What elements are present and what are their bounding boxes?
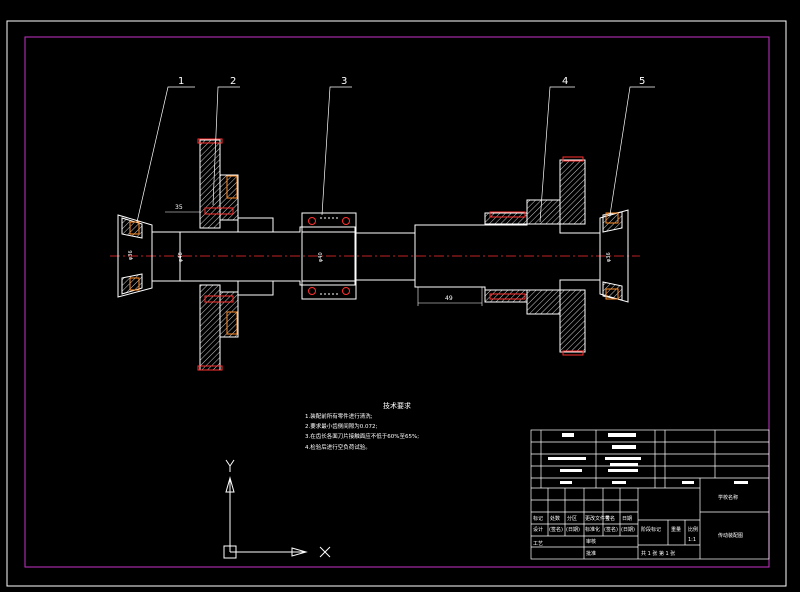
sign-design: 设计 xyxy=(533,526,543,533)
dim-phi-shaft: φ48 xyxy=(178,252,184,262)
school-name: 学校名称 xyxy=(718,494,738,501)
notes-line-3: 3.在齿长各面刀片接触面应不低于60%至65%; xyxy=(305,432,419,440)
dim-phi-mid: φ40 xyxy=(318,252,324,262)
process-label: 工艺 xyxy=(533,541,543,547)
dim-49: 49 xyxy=(445,295,453,302)
sign-design-sig: (签名) xyxy=(549,526,563,533)
notes-title: 技术要求 xyxy=(383,401,411,410)
balloon-2: 2 xyxy=(230,76,236,87)
sheet-border xyxy=(6,20,787,587)
parts-list-entries xyxy=(548,433,748,484)
dim-35: 35 xyxy=(175,204,183,211)
sheet-count: 共 1 张 第 1 张 xyxy=(641,550,675,557)
notes-line-4: 4.检验后进行空负荷试验。 xyxy=(305,443,371,451)
dim-phi-left: φ36 xyxy=(128,250,134,260)
notes-line-1: 1.装配前所有零件进行清洗; xyxy=(305,412,373,420)
balloon-3: 3 xyxy=(341,76,347,87)
sign-std: 标准化 xyxy=(585,526,600,533)
notes-line-2: 2.要求最小齿侧间隙为0.072; xyxy=(305,422,377,430)
ucs-icon xyxy=(223,459,331,559)
approve-label: 批准 xyxy=(586,550,596,557)
rev-header-doc: 更改文件号 xyxy=(585,515,610,522)
balloon-leaders xyxy=(136,86,655,223)
dimension-lines xyxy=(165,211,483,306)
title-block xyxy=(530,429,770,560)
rev-header-mark: 标记 xyxy=(533,515,543,522)
balloon-1: 1 xyxy=(178,76,184,87)
rev-header-zone: 分区 xyxy=(567,515,577,522)
balloon-5: 5 xyxy=(639,76,645,87)
shaft-assembly xyxy=(110,138,640,371)
scale-value: 1:1 xyxy=(688,537,696,543)
weight-label: 重量 xyxy=(671,526,681,533)
sign-std-date: (日期) xyxy=(621,527,635,533)
dim-phi-right: φ36 xyxy=(606,252,612,262)
sign-design-date: (日期) xyxy=(566,527,580,533)
sign-std-sig: (签名) xyxy=(604,526,618,533)
check-label: 审核 xyxy=(586,538,596,545)
rev-header-sign: 签名 xyxy=(605,515,615,522)
drawing-title: 传动装配图 xyxy=(718,532,743,539)
rev-header-count: 处数 xyxy=(550,515,560,522)
rev-header-date: 日期 xyxy=(622,516,632,522)
scale-label: 比例 xyxy=(688,526,698,533)
stage-label: 阶段标记 xyxy=(641,526,661,533)
drawing-frame xyxy=(24,36,770,568)
balloon-4: 4 xyxy=(562,76,568,87)
